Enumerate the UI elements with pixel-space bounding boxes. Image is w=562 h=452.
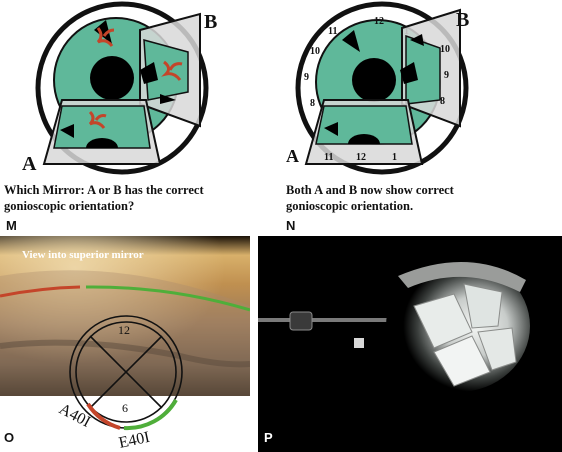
panel-m-caption: Which Mirror: A or B has the correct gon… bbox=[4, 182, 274, 214]
outer-ring bbox=[295, 1, 469, 175]
panel-m-diagram: A B bbox=[22, 1, 217, 175]
panel-o-letter: O bbox=[4, 430, 15, 445]
mirror-a-12: 12 bbox=[356, 152, 366, 163]
panel-p-letter: P bbox=[264, 430, 273, 445]
clock-12: 12 bbox=[374, 16, 384, 27]
caption-line-2: gonioscopic orientation. bbox=[286, 199, 414, 213]
caption-line-1: Both A and B now show correct bbox=[286, 183, 454, 197]
clock-11: 11 bbox=[328, 26, 337, 37]
mirror-b-label: B bbox=[456, 9, 469, 31]
panel-n-caption: Both A and B now show correct gonioscopi… bbox=[286, 182, 556, 214]
mirror-a-11: 11 bbox=[324, 152, 333, 163]
mirror-a-label: A bbox=[22, 153, 37, 175]
clock-inner bbox=[75, 321, 177, 423]
clock-12: 12 bbox=[118, 323, 130, 337]
red-mark-a bbox=[88, 110, 107, 129]
view-label: View into superior mirror bbox=[22, 249, 144, 261]
clock-9: 9 bbox=[304, 72, 309, 83]
caption-line-2: gonioscopic orientation? bbox=[4, 199, 135, 213]
panel-p-svg bbox=[258, 236, 562, 452]
green-arc bbox=[85, 285, 250, 312]
mirror-b-10: 10 bbox=[440, 44, 450, 55]
panel-o-svg: 12 6 A40I E40I View into superior mirror bbox=[0, 236, 250, 452]
panel-m-letter: M bbox=[6, 218, 17, 233]
panel-n-letter: N bbox=[286, 218, 296, 233]
panel-o-photo: 12 6 A40I E40I View into superior mirror bbox=[0, 236, 250, 452]
panel-n-diagram: 11 12 1 10 9 8 10 9 8 11 12 1 A B bbox=[286, 1, 469, 175]
mirror-b-9: 9 bbox=[444, 70, 449, 81]
red-mark-top bbox=[96, 27, 115, 47]
mirror-a-label: A bbox=[286, 146, 299, 166]
mirror-a-1: 1 bbox=[392, 152, 397, 163]
panel-p-photo bbox=[258, 236, 562, 452]
label-e40i: E40I bbox=[117, 429, 151, 452]
red-mark-b bbox=[161, 60, 183, 81]
mirror-b-8: 8 bbox=[440, 96, 445, 107]
clock-6: 6 bbox=[122, 401, 128, 415]
pupil bbox=[90, 56, 134, 100]
outer-ring bbox=[35, 1, 209, 175]
clock-8: 8 bbox=[310, 98, 315, 109]
clock-green-arc bbox=[123, 398, 178, 431]
caption-line-1: Which Mirror: A or B has the correct bbox=[4, 183, 204, 197]
pupil bbox=[352, 58, 396, 102]
clock-red-arc bbox=[86, 402, 121, 430]
clock-10: 10 bbox=[310, 46, 320, 57]
red-arc bbox=[0, 285, 81, 298]
mirror-b-label: B bbox=[204, 11, 217, 33]
